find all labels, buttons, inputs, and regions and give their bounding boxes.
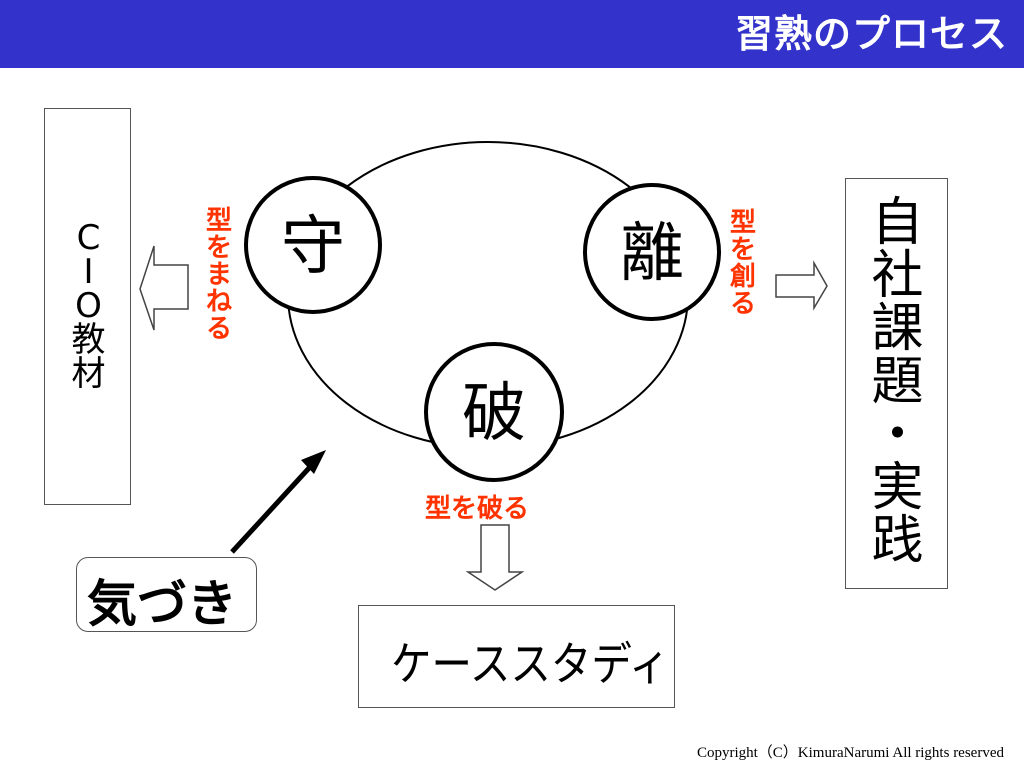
- practice-char: 題: [871, 352, 924, 413]
- label-mamoru: 守: [281, 210, 345, 284]
- imitate-char: を: [206, 233, 233, 263]
- circle-ri: [583, 183, 721, 321]
- create-char: を: [730, 235, 757, 265]
- cio-char: I: [83, 252, 94, 292]
- copyright-footer: Copyright（C）KimuraNarumi All rights rese…: [696, 745, 1004, 761]
- label-ha: 破: [462, 377, 526, 451]
- practice-char: ・: [871, 405, 924, 466]
- cio-char: O: [75, 286, 102, 326]
- left-hollow-arrow: [139, 245, 189, 331]
- awareness-arrow-line: [230, 465, 312, 554]
- label-ri: 離: [620, 217, 684, 291]
- imitate-char: る: [206, 314, 233, 344]
- down-hollow-arrow: [465, 524, 525, 591]
- break-form-label: 型を破る: [425, 494, 530, 524]
- create-char: る: [730, 289, 757, 319]
- create-char: 創: [730, 262, 757, 292]
- practice-char: 課: [871, 299, 924, 360]
- cio-material-box: C I O 教 材: [44, 108, 131, 505]
- circle-ha: [424, 342, 564, 482]
- awareness-text: 気づき: [87, 575, 237, 633]
- company-practice-box: 自 社 課 題 ・ 実 践: [845, 178, 948, 589]
- cio-char: 教: [71, 320, 106, 360]
- imitate-char: ま: [206, 260, 233, 290]
- company-practice-text: 自 社 課 題 ・ 実 践: [846, 193, 949, 572]
- create-char: 型: [730, 208, 757, 238]
- imitate-char: 型: [206, 206, 233, 236]
- page-title: 習熟のプロセス: [734, 12, 1008, 56]
- practice-char: 自: [871, 193, 924, 253]
- cio-char: 材: [71, 354, 106, 394]
- case-study-text: ケーススタディ: [391, 637, 670, 691]
- create-form-label: 型 を 創 る: [730, 210, 756, 318]
- case-study-box: ケーススタディ: [358, 605, 675, 708]
- right-hollow-arrow: [775, 260, 828, 311]
- title-bar: 習熟のプロセス: [0, 0, 1024, 68]
- practice-char: 社: [871, 246, 924, 307]
- imitate-form-label: 型 を ま ね る: [206, 208, 232, 343]
- awareness-box: 気づき: [76, 557, 257, 633]
- cio-char: C: [76, 218, 101, 258]
- circle-mamoru: [244, 176, 382, 314]
- cio-material-text: C I O 教 材: [45, 221, 132, 391]
- practice-char: 実: [871, 458, 924, 519]
- practice-char: 践: [871, 511, 924, 572]
- imitate-char: ね: [206, 287, 233, 317]
- awareness-arrow-head: [301, 450, 326, 474]
